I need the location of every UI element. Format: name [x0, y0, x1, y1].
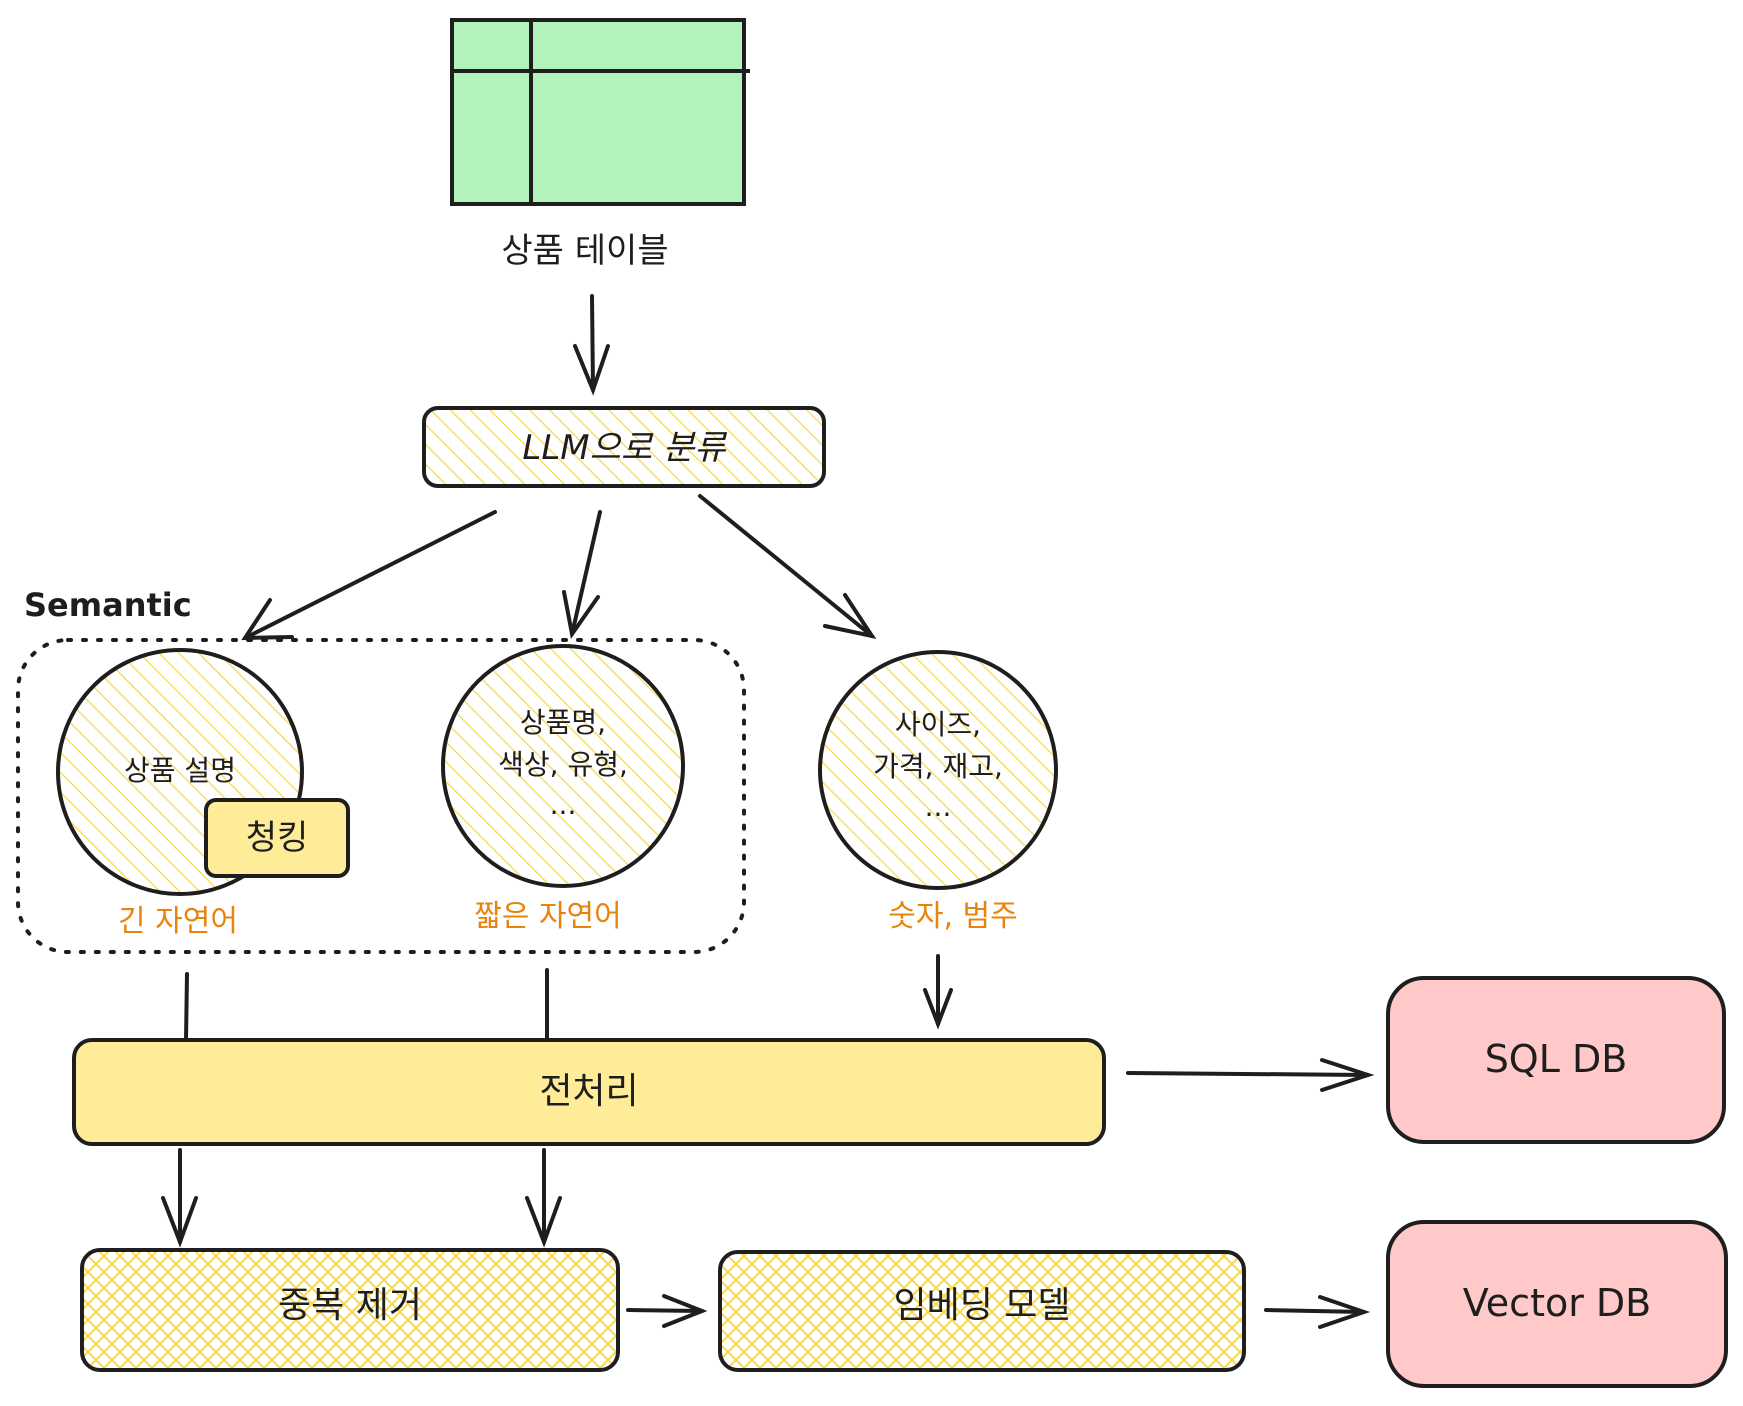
short-text-caption: 짧은 자연어 [474, 899, 622, 934]
arrow-classify-to-long [241, 510, 497, 641]
structured-line-2: 가격, 재고, [873, 750, 1003, 783]
semantic-group-frame [16, 638, 746, 954]
structured-line-3: ... [925, 790, 952, 823]
embedding-box: 임베딩 모델 [718, 1250, 1246, 1372]
short-text-circle: 상품명, 색상, 유형, ... [441, 644, 685, 888]
table-label: 상품 테이블 [501, 231, 668, 271]
arrow-classify-to-short [562, 510, 602, 640]
arrow-preprocess-to-sql [1126, 1058, 1375, 1092]
arrow-table-to-classify [573, 294, 610, 396]
arrow-embedding-to-vector [1264, 1295, 1371, 1329]
dedup-label: 중복 제거 [278, 1285, 422, 1326]
classify-box: LLM으로 분류 [422, 406, 826, 488]
structured-line-1: 사이즈, [895, 708, 981, 741]
embedding-label: 임베딩 모델 [893, 1285, 1070, 1326]
line-long-to-preprocess [184, 972, 189, 1042]
vector-db-label: Vector DB [1463, 1281, 1652, 1325]
long-text-label: 상품 설명 [124, 754, 236, 787]
sql-db-label: SQL DB [1485, 1037, 1628, 1081]
structured-caption: 숫자, 범주 [888, 899, 1017, 934]
short-text-line-2: 색상, 유형, [498, 748, 628, 781]
arrow-structured-to-preprocess [923, 954, 953, 1030]
dedup-box: 중복 제거 [80, 1248, 620, 1372]
product-table-icon [450, 18, 750, 206]
long-text-caption: 긴 자연어 [118, 904, 238, 939]
arrow-preprocess-to-dedup-1 [161, 1148, 198, 1248]
sql-db-box: SQL DB [1386, 976, 1726, 1144]
short-text-line-3: ... [550, 788, 577, 821]
vector-db-box: Vector DB [1386, 1220, 1728, 1388]
preprocess-box: 전처리 [72, 1038, 1106, 1146]
semantic-group-label: Semantic [24, 586, 192, 624]
chunking-label: 청킹 [246, 818, 309, 858]
arrow-dedup-to-embedding [626, 1294, 708, 1328]
classify-label: LLM으로 분류 [522, 428, 727, 468]
chunking-badge: 청킹 [204, 798, 350, 878]
arrow-classify-to-structured [698, 494, 877, 639]
structured-circle: 사이즈, 가격, 재고, ... [818, 650, 1058, 890]
short-text-line-1: 상품명, [520, 706, 606, 739]
preprocess-label: 전처리 [539, 1071, 638, 1112]
arrow-preprocess-to-dedup-2 [525, 1148, 562, 1248]
